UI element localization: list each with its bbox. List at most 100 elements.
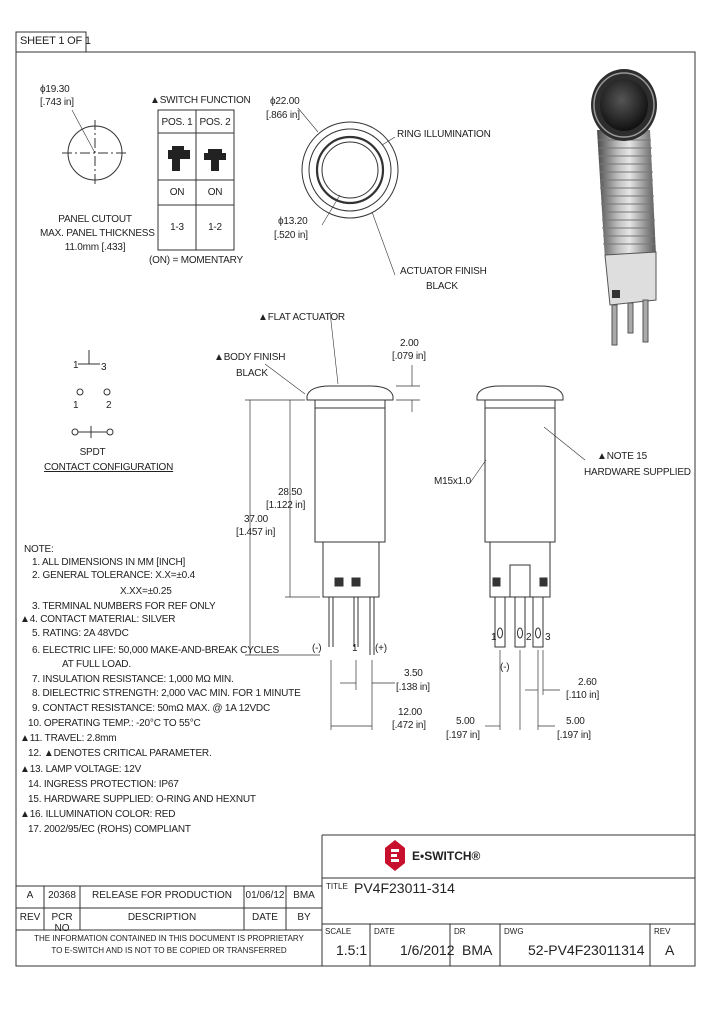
flat-actuator-label: ▲FLAT ACTUATOR <box>258 312 345 323</box>
contact-t1b: 1 <box>73 400 79 411</box>
dwg-label: DWG <box>504 927 524 936</box>
pin-3-label: 3 <box>545 632 551 643</box>
dwg-value: 52-PV4F23011314 <box>528 942 645 958</box>
cutout-label-3: 11.0mm [.433] <box>64 242 126 253</box>
note-11: ▲11. TRAVEL: 2.8mm <box>20 733 117 744</box>
rev-row-desc: RELEASE FOR PRODUCTION <box>91 890 233 901</box>
date-label: DATE <box>374 927 395 936</box>
note-16: ▲16. ILLUMINATION COLOR: RED <box>20 809 176 820</box>
hardware-label: HARDWARE SUPPLIED <box>584 467 691 478</box>
note-2b: X.XX=±0.25 <box>120 586 172 597</box>
rev-label: REV <box>654 927 671 936</box>
proprietary-line-1: THE INFORMATION CONTAINED IN THIS DOCUME… <box>34 934 304 943</box>
thread-label: M15x1.0 <box>434 476 471 487</box>
front-inner-dia: ϕ13.20 <box>278 216 308 227</box>
front-actuator-label-1: ACTUATOR FINISH <box>400 266 487 277</box>
side-plus-label: (+) <box>375 643 387 654</box>
dim-5-00-a: 5.00 <box>456 716 475 727</box>
title-label: TITLE <box>326 882 348 891</box>
pin-2-label: 2 <box>526 632 532 643</box>
note15-label: ▲NOTE 15 <box>597 451 647 462</box>
note-9: 9. CONTACT RESISTANCE: 50mΩ MAX. @ 1A 12… <box>32 703 270 714</box>
note-15: 15. HARDWARE SUPPLIED: O-RING AND HEXNUT <box>28 794 256 805</box>
front-actuator-label-2: BLACK <box>426 281 458 292</box>
note-2: 2. GENERAL TOLERANCE: X.X=±0.4 <box>32 570 195 581</box>
pos2-state: ON <box>207 187 223 198</box>
rev-header-pcr: PCR NO <box>51 912 73 934</box>
dim-2-00-in: [.079 in] <box>392 351 426 362</box>
switch-function-title: ▲SWITCH FUNCTION <box>150 95 251 106</box>
drawing-title: PV4F23011-314 <box>354 880 455 896</box>
cutout-label-1: PANEL CUTOUT <box>58 214 132 225</box>
contact-label: CONTACT CONFIGURATION <box>44 462 174 473</box>
dim-37-00-in: [1.457 in] <box>236 527 276 538</box>
dim-12-00-in: [.472 in] <box>392 720 426 731</box>
note-13: ▲13. LAMP VOLTAGE: 12V <box>20 764 142 775</box>
rev-header-desc: DESCRIPTION <box>127 912 197 923</box>
rev-row-rev: A <box>26 890 34 901</box>
dim-2-60: 2.60 <box>578 677 597 688</box>
cutout-label-2: MAX. PANEL THICKNESS <box>40 228 155 239</box>
switch-render <box>591 69 657 346</box>
front-ring-label: RING ILLUMINATION <box>397 129 491 140</box>
cutout-dia-in: [.743 in] <box>40 97 74 108</box>
note-5: 5. RATING: 2A 48VDC <box>32 628 129 639</box>
side-one-label: 1 <box>352 643 358 654</box>
rev-row-by: BMA <box>293 890 315 901</box>
pos1-state: ON <box>169 187 185 198</box>
contact-t1: 1 <box>73 360 79 371</box>
note-6b: AT FULL LOAD. <box>62 659 131 670</box>
dim-37-00: 37.00 <box>244 514 269 525</box>
body-finish-label-1: ▲BODY FINISH <box>214 352 286 363</box>
note-17: 17. 2002/95/EC (ROHS) COMPLIANT <box>28 824 191 835</box>
rev-row-date: 01/06/12 <box>245 890 285 901</box>
rev-header-date: DATE <box>252 912 278 923</box>
brand-name: E•SWITCH® <box>412 849 481 863</box>
dim-2-00: 2.00 <box>400 338 419 349</box>
note-14: 14. INGRESS PROTECTION: IP67 <box>28 779 179 790</box>
cutout-dia: ϕ19.30 <box>40 84 70 95</box>
pos2-circuit: 1-2 <box>208 222 222 233</box>
front-outer-dia-in: [.866 in] <box>266 110 300 121</box>
dr-value: BMA <box>462 942 493 958</box>
notes-title: NOTE: <box>24 544 54 555</box>
dim-12-00: 12.00 <box>398 707 423 718</box>
pin-1-label: 1 <box>491 632 497 643</box>
rev-header-rev: REV <box>19 912 41 923</box>
date-value: 1/6/2012 <box>400 942 455 958</box>
rev-row-pcr: 20368 <box>48 890 76 901</box>
contact-t3: 3 <box>101 362 107 373</box>
right-minus-label: (-) <box>500 662 510 673</box>
proprietary-line-2: TO E-SWITCH AND IS NOT TO BE COPIED OR T… <box>51 946 287 955</box>
front-inner-dia-in: [.520 in] <box>274 230 308 241</box>
eswitch-logo <box>385 840 405 871</box>
contact-type: SPDT <box>79 447 106 458</box>
note-8: 8. DIELECTRIC STRENGTH: 2,000 VAC MIN. F… <box>32 688 301 699</box>
side-minus-label: (-) <box>312 643 322 654</box>
pos1-circuit: 1-3 <box>170 222 184 233</box>
dr-label: DR <box>454 927 466 936</box>
note-1: 1. ALL DIMENSIONS IN MM [INCH] <box>32 557 186 568</box>
dim-3-50-in: [.138 in] <box>396 682 430 693</box>
dim-5-00-b: 5.00 <box>566 716 585 727</box>
note-10: 10. OPERATING TEMP.: -20°C TO 55°C <box>28 718 201 729</box>
scale-value: 1.5:1 <box>336 942 368 958</box>
dim-28-50-in: [1.122 in] <box>266 500 306 511</box>
front-outer-dia: ϕ22.00 <box>270 96 300 107</box>
pos1-header: POS. 1 <box>161 117 193 128</box>
switch-function-footnote: (ON) = MOMENTARY <box>149 255 243 266</box>
note-4: ▲4. CONTACT MATERIAL: SILVER <box>20 614 176 625</box>
contact-t2: 2 <box>106 400 112 411</box>
sheet-label: SHEET 1 OF 1 <box>20 35 91 47</box>
dim-2-60-in: [.110 in] <box>566 690 600 701</box>
rev-header-by: BY <box>297 912 311 923</box>
rev-value: A <box>665 942 675 958</box>
note-3: 3. TERMINAL NUMBERS FOR REF ONLY <box>32 601 216 612</box>
pos2-header: POS. 2 <box>199 117 231 128</box>
dim-3-50: 3.50 <box>404 668 423 679</box>
switch-pos-icons <box>168 146 226 171</box>
dim-28-50: 28.50 <box>278 487 303 498</box>
dim-5-00-b-in: [.197 in] <box>557 730 591 741</box>
note-7: 7. INSULATION RESISTANCE: 1,000 MΩ MIN. <box>32 674 234 685</box>
